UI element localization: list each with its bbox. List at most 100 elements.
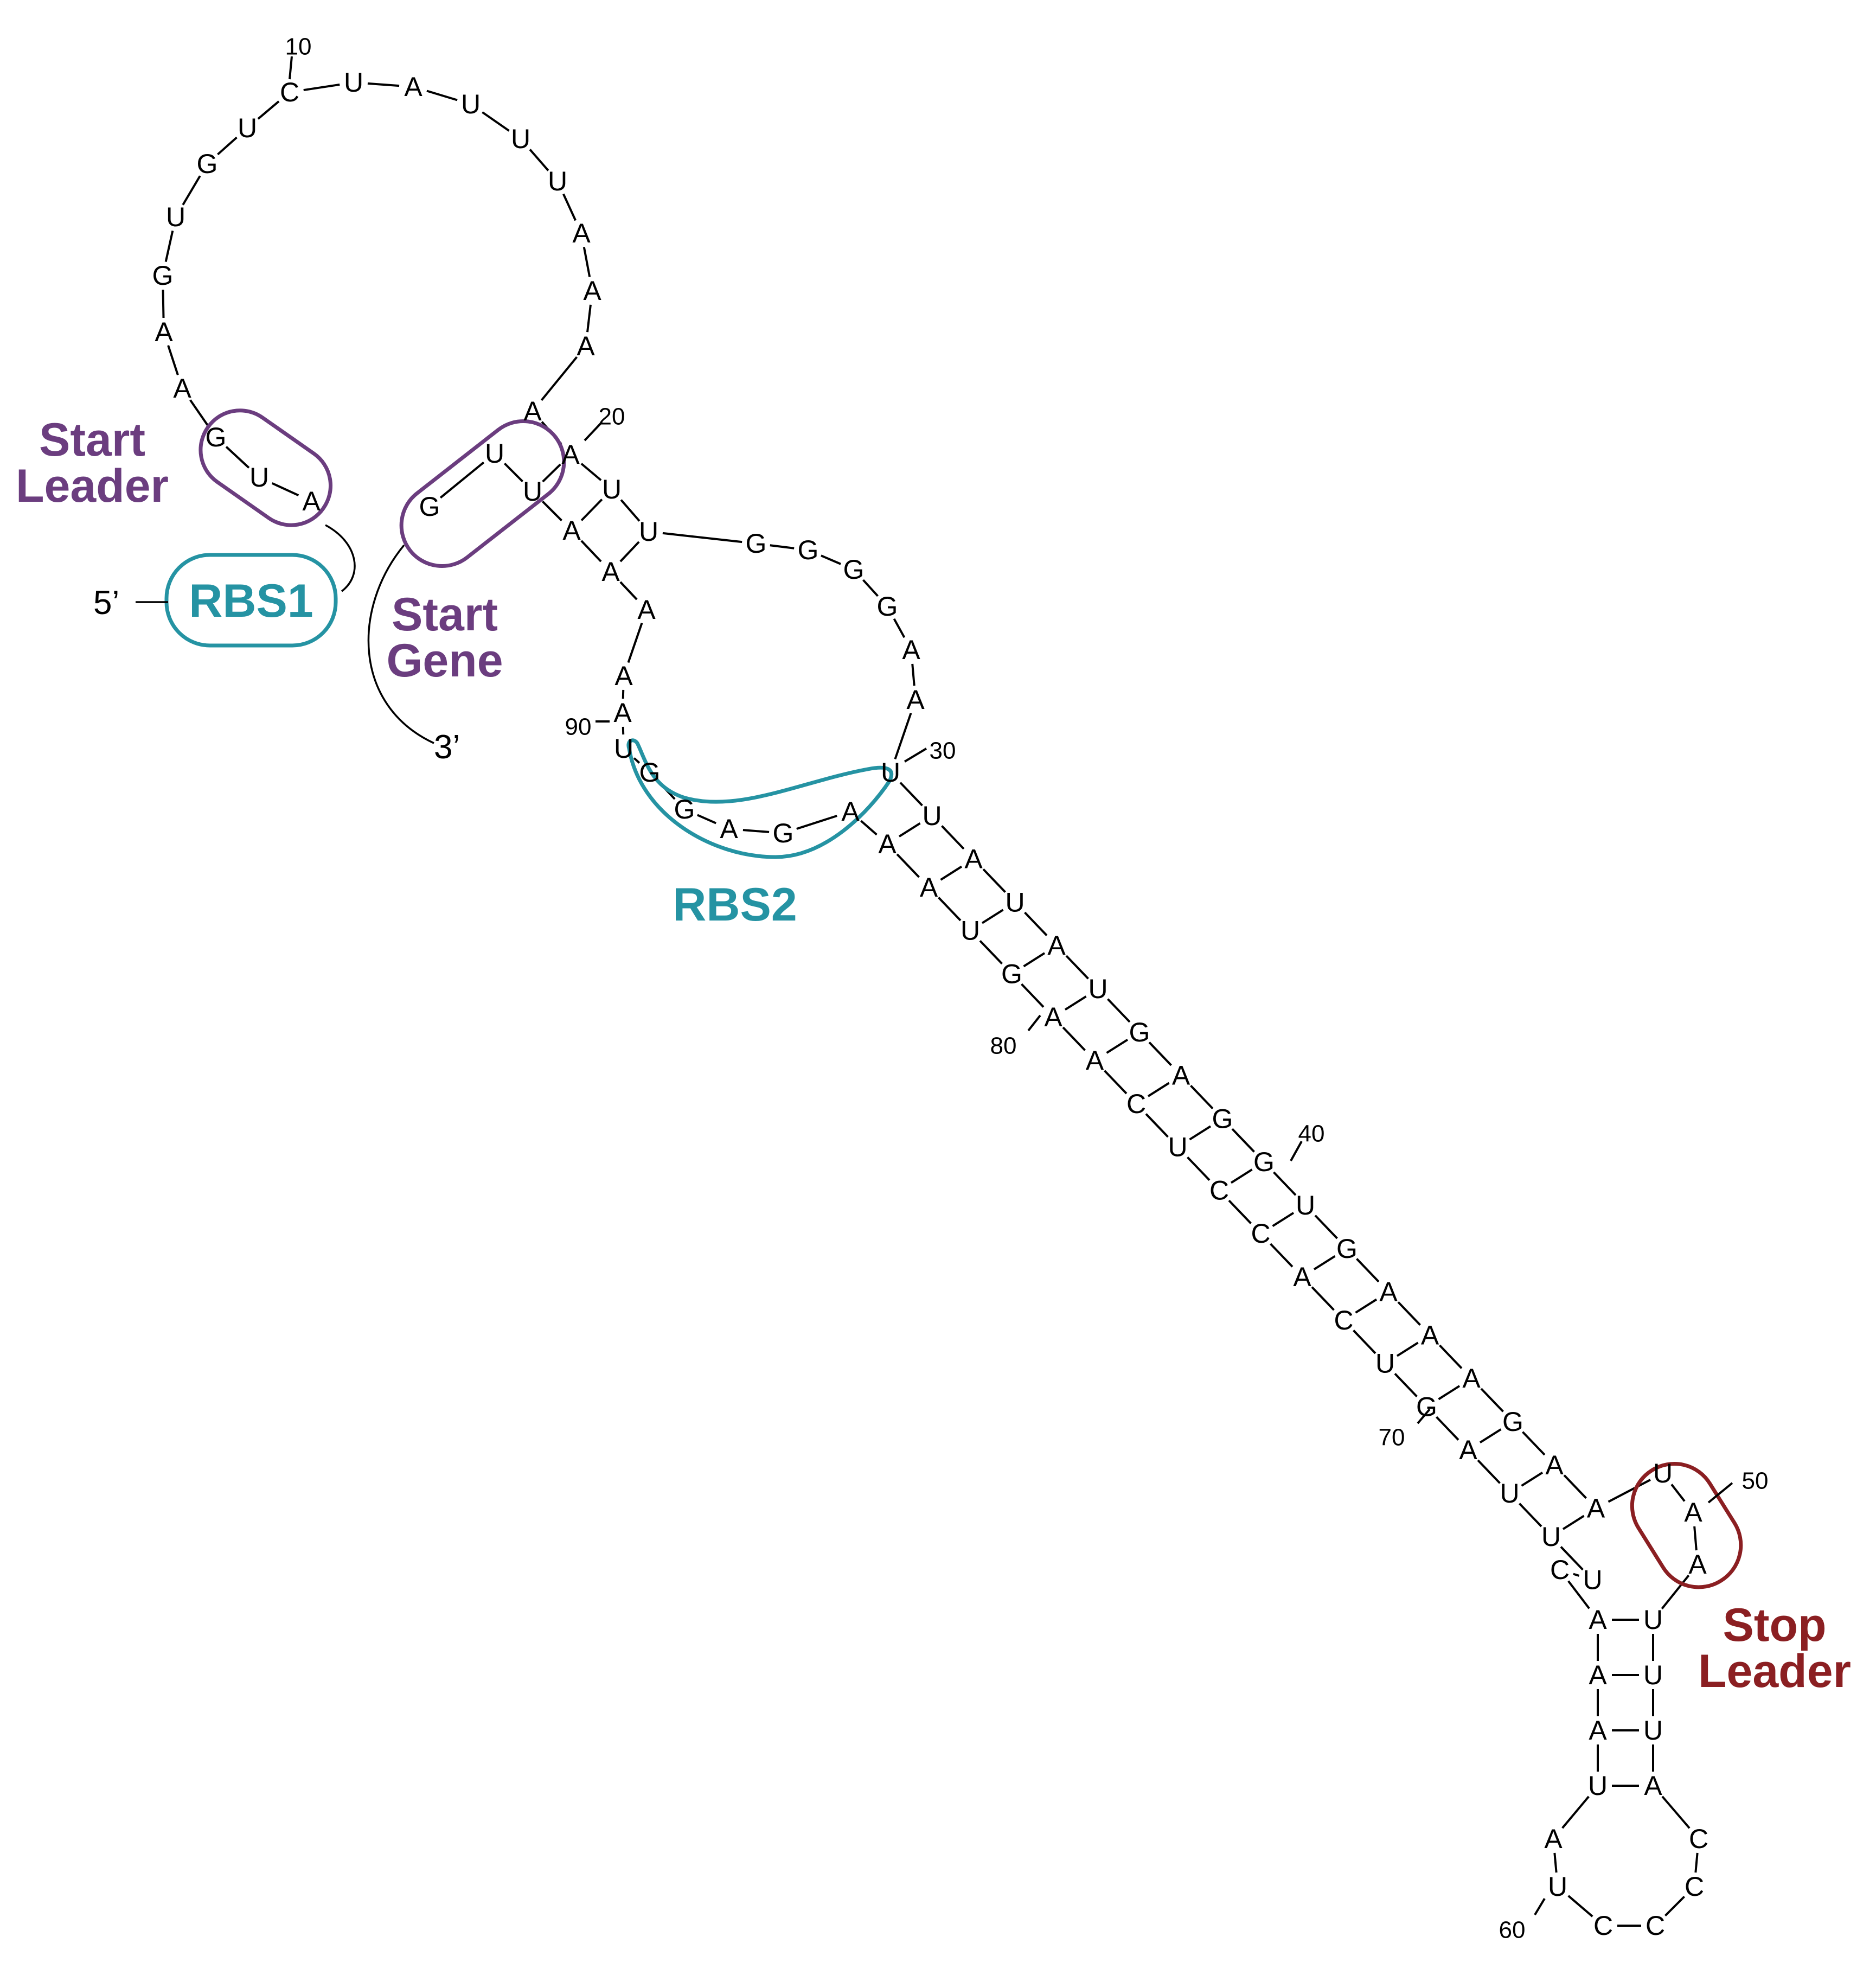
backbone-and-base-pair-bonds: [162, 82, 1699, 1927]
hairpin-loop-backbone: [562, 193, 577, 221]
long-stem-right-nucleotide: A: [1047, 930, 1066, 961]
stop-leader-codon-nucleotide: A: [1688, 1549, 1707, 1580]
long-stem-right-backbone: [1273, 1171, 1297, 1196]
rbs1-label: RBS1: [189, 575, 313, 627]
three-prime-end-label: 3’: [434, 728, 460, 766]
long-stem-right-backbone: [941, 825, 965, 850]
terminal-loop-nucleotide: C: [1645, 1910, 1665, 1941]
long-stem-right-nucleotide: G: [1502, 1407, 1523, 1437]
stem1-bottom-nucleotide: A: [562, 515, 581, 546]
rbs2-backbone: [796, 815, 837, 830]
long-stem-right-backbone: [1356, 1258, 1380, 1283]
long-stem-right-backbone: [982, 868, 1006, 893]
stop-leader-label-line2: Leader: [1698, 1645, 1851, 1697]
long-stem-left-nucleotide: U: [1583, 1565, 1602, 1595]
five-prime-end-label: 5’: [93, 584, 119, 622]
three-prime-tail: [367, 544, 434, 744]
long-stem-left-backbone: [896, 853, 920, 878]
stem1-bottom-backbone: [580, 540, 602, 563]
stop-leader-label: Stop Leader: [1698, 1599, 1851, 1697]
internal-loop-backbone: [893, 618, 906, 638]
long-stem-right-nucleotide: U: [1296, 1190, 1315, 1220]
position-number-tick: [904, 747, 927, 763]
long-stem-left-backbone: [1228, 1199, 1252, 1224]
linker-backbone: [1573, 1573, 1580, 1577]
stop-leader-backbone: [1608, 1479, 1651, 1503]
position-number-tick: [1290, 1141, 1303, 1161]
long-stem-left-backbone: [1062, 1026, 1086, 1051]
hairpin-loop-backbone: [217, 136, 238, 156]
position-number: 40: [1298, 1121, 1325, 1147]
long-stem-right-nucleotide: G: [1129, 1017, 1150, 1047]
start-gene-label-line2: Gene: [386, 635, 503, 687]
long-stem-left-nucleotide: C: [1334, 1305, 1353, 1335]
long-stem-left-backbone: [1436, 1416, 1459, 1441]
long-stem-left-nucleotide: G: [1416, 1391, 1437, 1422]
internal-loop-nucleotide: G: [746, 528, 767, 559]
terminal-stem-backbone: [1661, 1575, 1690, 1609]
terminal-stem-left-nucleotide: A: [1589, 1660, 1607, 1690]
long-stem-right-backbone: [1563, 1474, 1587, 1499]
position-number-tick: [1027, 1014, 1041, 1032]
long-stem-left-nucleotide: U: [1375, 1349, 1395, 1379]
long-stem-base-pair: [1396, 1341, 1419, 1357]
hairpin-loop-backbone: [303, 83, 340, 92]
long-stem-left-nucleotide: U: [1168, 1132, 1187, 1162]
rbs2-backbone: [633, 757, 641, 764]
left-strand-nucleotide: U: [614, 733, 633, 764]
strand-end-connectors: [136, 524, 434, 744]
long-stem-base-pair: [1189, 1125, 1212, 1141]
long-stem-right-nucleotide: A: [1172, 1060, 1190, 1091]
long-stem-base-pair: [1230, 1168, 1253, 1184]
start-gene-codon-nucleotide: U: [523, 476, 542, 507]
terminal-loop-backbone: [1694, 1852, 1699, 1873]
long-stem-right-backbone: [1065, 955, 1089, 980]
left-strand-nucleotide: A: [614, 661, 633, 691]
terminal-loop-nucleotide: C: [1593, 1910, 1613, 1941]
long-stem-right-backbone: [1148, 1041, 1172, 1066]
long-stem-right-backbone: [1024, 911, 1048, 936]
long-stem-right-backbone: [1107, 998, 1131, 1023]
terminal-loop-backbone: [1553, 1852, 1558, 1873]
long-stem-right-backbone: [1480, 1388, 1504, 1413]
rbs2-nucleotide: G: [639, 757, 661, 788]
long-stem-left-nucleotide: A: [1293, 1262, 1311, 1292]
hairpin-loop-backbone: [164, 230, 174, 263]
long-stem-right-backbone: [1231, 1128, 1255, 1153]
rbs2-nucleotide: A: [720, 814, 738, 844]
start-leader-codon-nucleotide: A: [302, 486, 321, 516]
long-stem-left-nucleotide: A: [1086, 1045, 1104, 1076]
long-stem-left-backbone: [938, 897, 962, 922]
internal-loop-backbone: [821, 554, 841, 565]
long-stem-base-pair: [1479, 1428, 1502, 1443]
hairpin-loop-nucleotide: A: [583, 276, 601, 306]
long-stem-right-backbone: [1314, 1215, 1338, 1239]
hairpin-loop-nucleotide: A: [572, 218, 591, 248]
start-leader-codon-backbone: [225, 446, 250, 469]
long-stem-base-pair: [1438, 1385, 1461, 1401]
long-stem-right-nucleotide: G: [1253, 1147, 1275, 1177]
long-stem-backbone: [860, 820, 878, 836]
long-stem-right-backbone: [1439, 1344, 1463, 1369]
long-stem-base-pair: [1521, 1472, 1544, 1487]
long-stem-base-pair: [1313, 1255, 1336, 1270]
long-stem-left-backbone: [1187, 1156, 1211, 1181]
start-leader-codon-backbone: [271, 482, 299, 496]
long-stem-right-nucleotide: U: [922, 801, 942, 831]
stop-leader-outline: [1630, 1462, 1743, 1589]
terminal-stem-left-nucleotide: A: [1589, 1605, 1607, 1635]
position-number-tick: [1707, 1482, 1733, 1504]
long-stem-left-backbone: [1021, 983, 1045, 1008]
start-leader-codon-nucleotide: G: [206, 422, 227, 452]
start-leader-outline: [199, 408, 333, 527]
stem1-top-nucleotide: A: [561, 439, 580, 470]
highlight-outlines: [164, 408, 1743, 1589]
stem1-base-pair: [619, 541, 640, 563]
long-stem-left-nucleotide: A: [878, 829, 897, 859]
hairpin-loop-nucleotide: A: [173, 373, 191, 404]
terminal-stem-right-nucleotide: U: [1643, 1605, 1663, 1635]
rbs2-nucleotide: G: [773, 818, 794, 848]
long-stem-right-nucleotide: U: [1005, 887, 1025, 917]
position-number: 50: [1742, 1468, 1769, 1494]
start-leader-label-line2: Leader: [16, 460, 169, 512]
